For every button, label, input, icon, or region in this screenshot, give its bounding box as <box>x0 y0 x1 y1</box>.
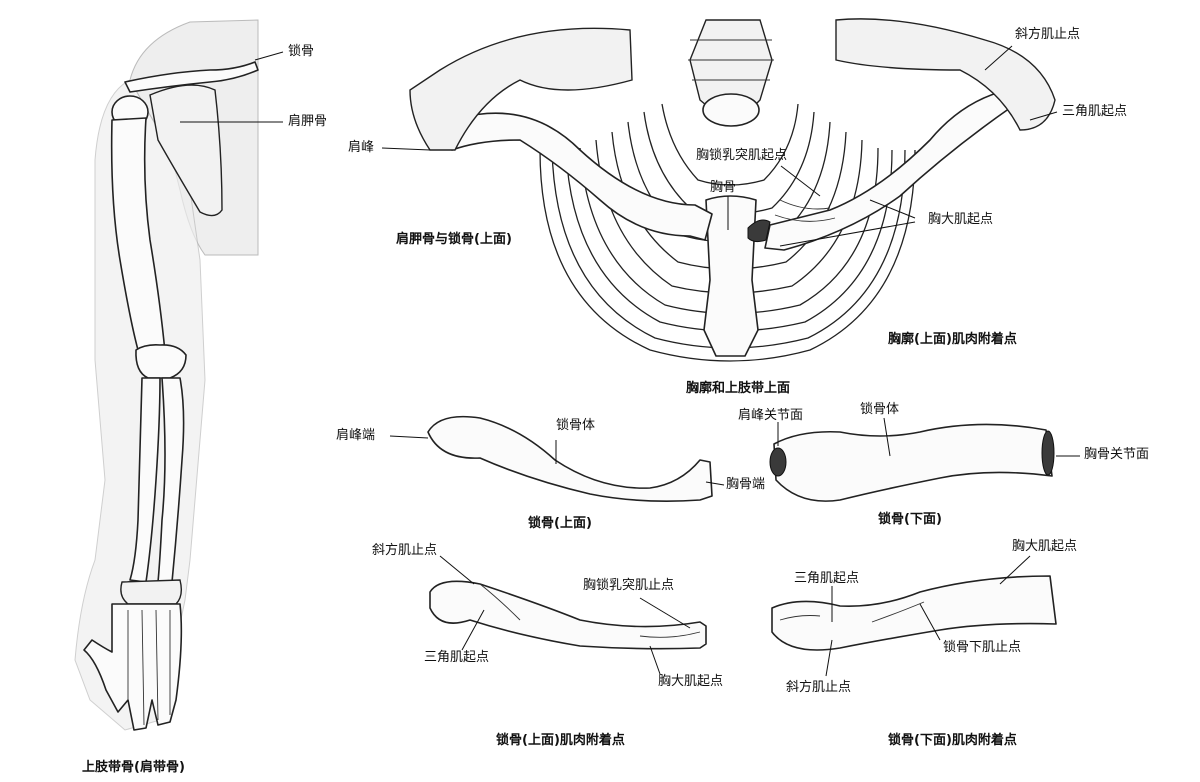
label-sternum: 胸骨 <box>710 180 737 195</box>
label-pectoralis-origin-1: 胸大肌起点 <box>658 674 724 689</box>
label-scm-origin: 胸锁乳突肌起点 <box>696 148 788 163</box>
thorax-clavicle-left <box>451 112 713 241</box>
thorax-clavicle-right <box>764 91 1011 251</box>
label-sternal-articular-surface: 胸骨关节面 <box>1084 447 1150 462</box>
caption-clavicle-top-attachments: 锁骨(上面)肌肉附着点 <box>496 733 625 748</box>
label-acromion: 肩峰 <box>348 140 375 155</box>
label-sternal-end: 胸骨端 <box>726 477 766 492</box>
arm-scapula <box>149 84 223 217</box>
caption-thorax-girdle-top: 胸廓和上肢带上面 <box>686 381 791 396</box>
label-acromial-articular-surface: 肩峰关节面 <box>738 408 804 423</box>
sternal-head-attachment <box>747 219 771 243</box>
thorax-scapula-right <box>835 18 1056 131</box>
clavicle-top-figure <box>427 415 713 502</box>
elbow-joint <box>135 344 187 379</box>
label-deltoid-origin-2: 三角肌起点 <box>794 571 860 586</box>
thorax-scapula-left <box>409 27 633 151</box>
sternum <box>703 195 759 357</box>
label-subclavius-insertion: 锁骨下肌止点 <box>943 640 1022 655</box>
label-acromial-end: 肩峰端 <box>336 428 376 443</box>
caption-thorax-attachments: 胸廓(上面)肌肉附着点 <box>888 332 1017 347</box>
label-trapezius-insertion-top: 斜方肌止点 <box>1015 27 1081 42</box>
clavicle-top-shape <box>427 415 713 502</box>
label-deltoid-origin-1: 三角肌起点 <box>424 650 490 665</box>
clavicle-bottom-shape <box>773 423 1053 502</box>
vertebral-body <box>702 93 760 127</box>
clavicle-bottom-attach-shape <box>771 575 1057 651</box>
arm-skeleton-figure <box>74 19 259 731</box>
label-pectoralis-origin-2: 胸大肌起点 <box>1012 539 1078 554</box>
thorax-figure <box>409 18 1056 362</box>
label-trapezius-insertion-2: 斜方肌止点 <box>786 680 852 695</box>
label-clavicle: 锁骨 <box>288 44 315 59</box>
finger-lines <box>127 609 171 726</box>
arm-clavicle <box>124 61 259 93</box>
label-scm-insertion: 胸锁乳突肌止点 <box>583 578 675 593</box>
wrist-bones <box>120 579 183 605</box>
label-pectoralis-origin-top: 胸大肌起点 <box>928 212 994 227</box>
caption-upper-limb: 上肢带骨(肩带骨) <box>82 760 185 775</box>
leader-lines <box>180 45 1080 677</box>
caption-clavicle-top: 锁骨(上面) <box>528 516 592 531</box>
caption-clavicle-bottom-attachments: 锁骨(下面)肌肉附着点 <box>888 733 1017 748</box>
clavicle-bottom-attach-figure <box>771 575 1057 651</box>
caption-clavicle-bottom: 锁骨(下面) <box>878 512 942 527</box>
sternal-facet <box>1041 430 1055 476</box>
label-deltoid-origin-top: 三角肌起点 <box>1062 104 1128 119</box>
label-clavicle-body-1: 锁骨体 <box>556 418 596 433</box>
label-clavicle-body-2: 锁骨体 <box>860 402 900 417</box>
hand <box>83 603 183 731</box>
clavicle-bottom-figure <box>769 423 1055 502</box>
label-scapula: 肩胛骨 <box>288 114 328 129</box>
acromial-facet <box>769 447 787 477</box>
label-trapezius-insertion-1: 斜方肌止点 <box>372 543 438 558</box>
caption-scapula-clavicle-top: 肩胛骨与锁骨(上面) <box>396 232 512 247</box>
